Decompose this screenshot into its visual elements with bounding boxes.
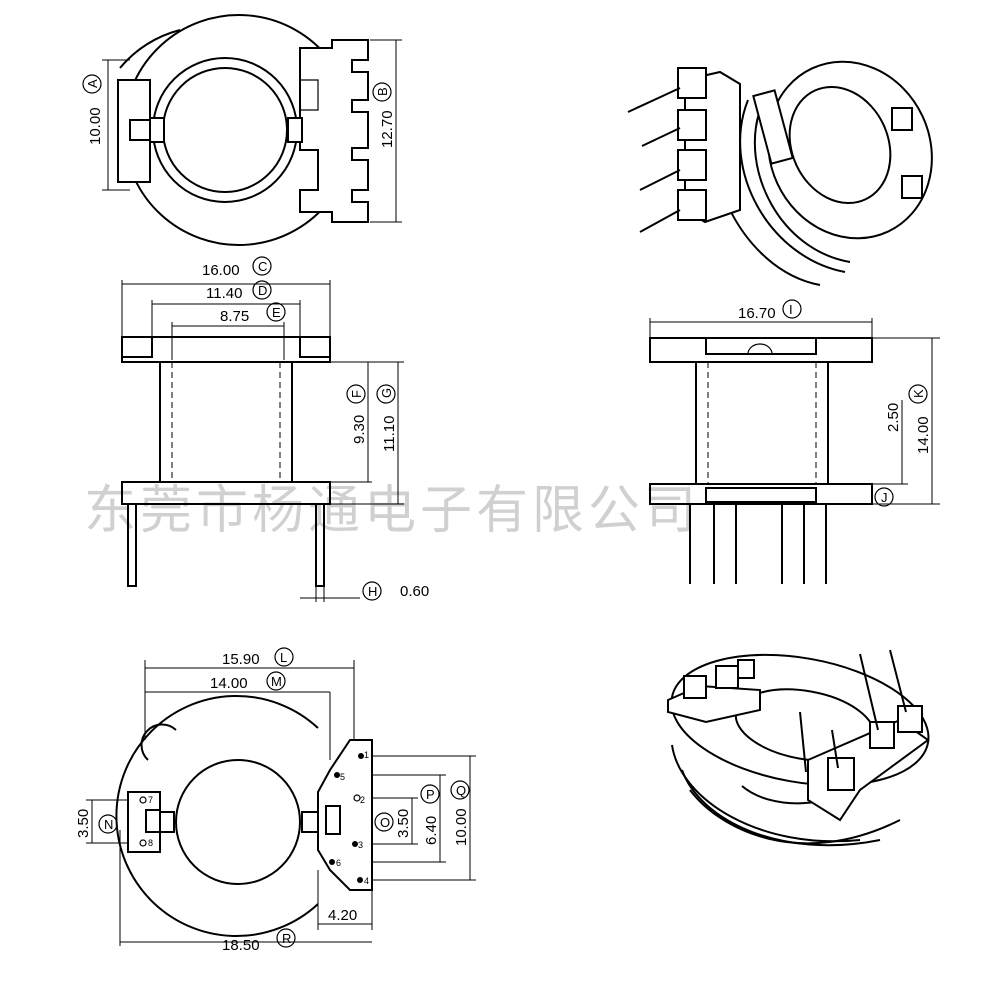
dim-l-letter: L (280, 650, 287, 665)
pin-7-label: 7 (148, 795, 153, 805)
dim-o-letter: O (380, 815, 390, 830)
top-view: 10.00 A 12.70 B (82, 14, 402, 246)
dim-q-value: 10.00 (453, 808, 470, 846)
side-view: 16.70 I 14.00 K 2.50 J (649, 299, 940, 584)
dim-j-letter: J (881, 490, 888, 505)
dim-s-value: 4.20 (328, 907, 357, 924)
pin-6-label: 6 (336, 858, 341, 868)
dim-p-letter: P (426, 787, 435, 802)
dim-f-letter: F (349, 390, 364, 398)
dim-r-value: 18.50 (222, 937, 260, 954)
dim-n-value: 3.50 (75, 809, 92, 838)
dim-c-value: 16.00 (202, 262, 240, 279)
dim-n-letter: N (104, 817, 113, 832)
dim-m-value: 14.00 (210, 675, 248, 692)
dim-k-letter: K (911, 389, 926, 398)
pin-1-label: 1 (364, 750, 369, 760)
dim-q-letter: Q (456, 783, 466, 798)
dim-p-value: 6.40 (423, 816, 440, 845)
dim-a-letter: A (85, 79, 100, 88)
dim-e-value: 8.75 (220, 308, 249, 325)
pin-4-label: 4 (364, 876, 369, 886)
pin-3-label: 3 (358, 840, 363, 850)
dim-c-letter: C (258, 259, 267, 274)
dim-i-letter: I (789, 302, 793, 317)
iso-view-bottom (667, 649, 930, 847)
pin-8-label: 8 (148, 838, 153, 848)
front-view: 16.00 C 11.40 D 8.75 E 9.30 F 11.10 G (121, 256, 429, 602)
dim-l-value: 15.90 (222, 651, 260, 668)
pin-5-label: 5 (340, 772, 345, 782)
dim-b-letter: B (375, 87, 390, 96)
dim-b-value: 12.70 (379, 110, 396, 148)
dim-k2-value: 2.50 (885, 403, 902, 432)
dim-o-value: 3.50 (395, 809, 412, 838)
watermark: 东莞市杨通电子有限公司 (84, 481, 700, 541)
dim-g-value: 11.10 (381, 416, 398, 452)
dim-e-letter: E (272, 305, 281, 320)
dim-d-letter: D (258, 283, 267, 298)
dim-f-value: 9.30 (351, 415, 368, 444)
dim-h-value: 0.60 (400, 583, 429, 600)
dim-a-value: 10.00 (87, 107, 104, 145)
iso-view-top (627, 60, 933, 286)
dim-d-value: 11.40 (206, 285, 242, 302)
bottom-view: 7 8 1 5 2 3 6 4 15.90 L 14.00 M (75, 647, 476, 954)
pin-2-label: 2 (360, 795, 365, 805)
dim-r-letter: R (282, 931, 291, 946)
dim-g-letter: G (379, 388, 394, 398)
dim-h-letter: H (368, 584, 377, 599)
dim-i-value: 16.70 (738, 305, 776, 322)
dim-m-letter: M (271, 674, 282, 689)
dim-k-value: 14.00 (915, 416, 932, 454)
